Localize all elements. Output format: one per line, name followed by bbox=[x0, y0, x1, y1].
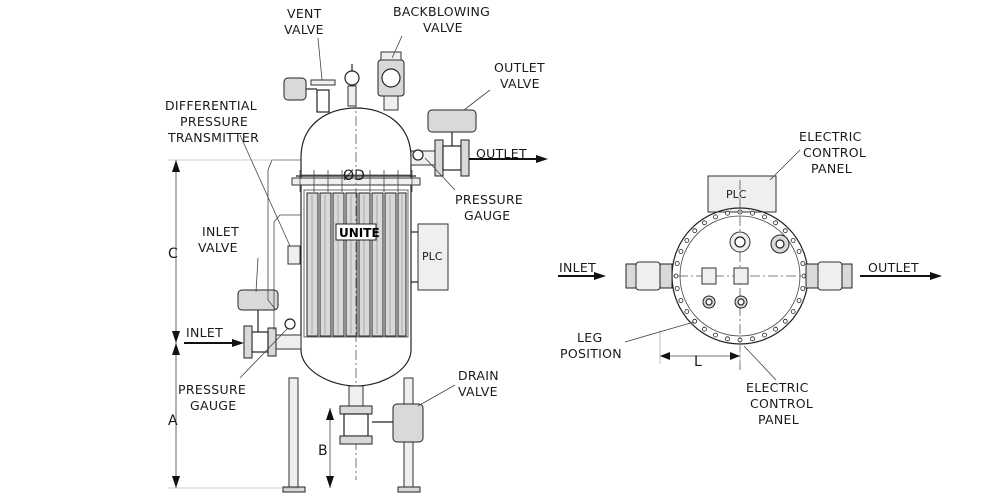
flange-bolt-hole bbox=[692, 228, 698, 234]
plan-inlet-valve bbox=[625, 263, 637, 289]
inlet-valve-actuator bbox=[237, 289, 279, 311]
outlet-valve-label: OUTLET VALVE bbox=[494, 60, 549, 91]
pressure-gauge-right-label: PRESSURE GAUGE bbox=[455, 192, 527, 223]
vent-valve-icon bbox=[344, 70, 360, 86]
flange-bolt-hole bbox=[762, 214, 767, 220]
flange-bolt-hole bbox=[713, 214, 718, 220]
plc-side-label: PLC bbox=[422, 250, 443, 263]
leader-lines bbox=[239, 35, 491, 407]
drain-valve-label: DRAIN VALVE bbox=[458, 368, 503, 399]
dp-transmitter-icon bbox=[287, 245, 301, 265]
vent-actuator bbox=[283, 77, 307, 101]
flange-bolt-hole bbox=[762, 332, 767, 338]
drain-nozzle bbox=[348, 385, 364, 407]
vessel-elevation: ØD UNITE bbox=[184, 51, 548, 493]
electric-control-panel-top-label: ELECTRIC CONTROL PANEL bbox=[799, 129, 870, 176]
flange-bolt-hole bbox=[678, 298, 684, 303]
plan-outlet-label: OUTLET bbox=[868, 260, 919, 275]
flange-bolt-hole bbox=[773, 326, 778, 332]
support-leg-left bbox=[288, 377, 299, 491]
flange-bolt-hole bbox=[773, 220, 778, 226]
flange-bolt-hole bbox=[702, 326, 707, 332]
outlet-valve-actuator bbox=[427, 109, 477, 133]
leg-foot-right bbox=[397, 486, 421, 493]
flange-bolt-hole bbox=[790, 237, 796, 243]
diameter-label: ØD bbox=[343, 168, 365, 184]
flange-bolt-hole bbox=[782, 318, 788, 324]
plan-inlet-label: INLET bbox=[559, 260, 596, 275]
plc-panel-top bbox=[707, 175, 777, 213]
flange-bolt-ring bbox=[673, 209, 807, 343]
brand-text: UNITE bbox=[339, 226, 380, 240]
electric-control-panel-bottom-label: ELECTRIC CONTROL PANEL bbox=[746, 380, 817, 427]
vent-valve-label: VENT VALVE bbox=[284, 6, 326, 37]
inlet-valve-label: INLET VALVE bbox=[198, 224, 243, 255]
flange-bolt-hole bbox=[725, 336, 730, 342]
flange-bolt-hole bbox=[782, 228, 788, 234]
filter-elements bbox=[303, 189, 409, 338]
flange-bolt-hole bbox=[790, 309, 796, 315]
flange-bolt-hole bbox=[692, 318, 698, 324]
vent-nozzle bbox=[316, 89, 330, 113]
dimension-lines bbox=[168, 159, 334, 489]
vessel-plan-view: PLC L bbox=[558, 149, 942, 381]
dimension-c: C bbox=[168, 246, 178, 262]
dp-transmitter-label: DIFFERENTIAL PRESSURE TRANSMITTER bbox=[165, 98, 261, 145]
dimension-a: A bbox=[168, 413, 178, 429]
flange-bolt-hole bbox=[800, 286, 806, 291]
flange-bolt-hole bbox=[800, 261, 806, 266]
plc-top-label: PLC bbox=[726, 188, 747, 201]
brand-plate bbox=[335, 223, 377, 241]
flange-bolt-hole bbox=[725, 210, 730, 216]
flange-bolt-hole bbox=[684, 309, 690, 315]
flange-bolt-hole bbox=[674, 261, 680, 266]
drain-valve-body bbox=[343, 413, 369, 437]
flange-bolt-hole bbox=[713, 332, 718, 338]
inlet-arrowhead bbox=[232, 339, 244, 347]
flange-bolt-hole bbox=[750, 210, 755, 216]
flange-bolt-hole bbox=[702, 220, 707, 226]
plan-outlet-valve bbox=[805, 263, 819, 289]
leg-foot-left bbox=[282, 486, 306, 493]
flange-bolt-hole bbox=[796, 249, 802, 254]
plc-panel-side bbox=[417, 223, 449, 291]
flange-bolt-hole bbox=[674, 286, 680, 291]
flange-bolt-hole bbox=[678, 249, 684, 254]
pressure-gauge-left-icon bbox=[284, 318, 296, 330]
upper-head bbox=[300, 107, 412, 159]
dimension-b: B bbox=[318, 443, 328, 459]
drain-valve-actuator bbox=[392, 403, 424, 443]
pressure-gauge-left-label: PRESSURE GAUGE bbox=[178, 382, 250, 413]
outlet-arrowhead bbox=[536, 155, 548, 163]
pressure-gauge-right-icon bbox=[412, 149, 424, 161]
inlet-label: INLET bbox=[186, 325, 223, 340]
dimension-l: L bbox=[694, 354, 702, 370]
flange-bolt-hole bbox=[750, 336, 755, 342]
leg-position-label: LEG POSITION bbox=[560, 330, 622, 361]
outlet-valve-body bbox=[442, 145, 462, 171]
outlet-label: OUTLET bbox=[476, 146, 527, 161]
flange-bolt-hole bbox=[684, 237, 690, 243]
flange-bolt-hole bbox=[796, 298, 802, 303]
inlet-valve-body bbox=[251, 331, 269, 353]
backblowing-valve-label: BACKBLOWING VALVE bbox=[393, 4, 494, 35]
